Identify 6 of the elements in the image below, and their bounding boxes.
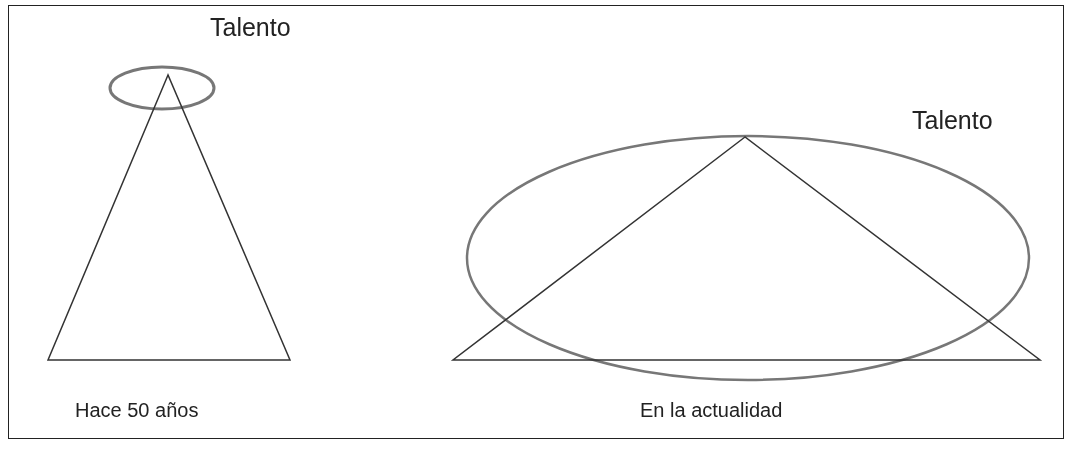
caption: En la actualidad (640, 400, 783, 420)
ellipse-label: Talento (210, 15, 291, 40)
pyramid-triangle (46, 73, 292, 363)
pyramid-triangle (451, 135, 1042, 362)
ellipse-label: Talento (912, 108, 993, 133)
caption: Hace 50 años (75, 400, 199, 420)
